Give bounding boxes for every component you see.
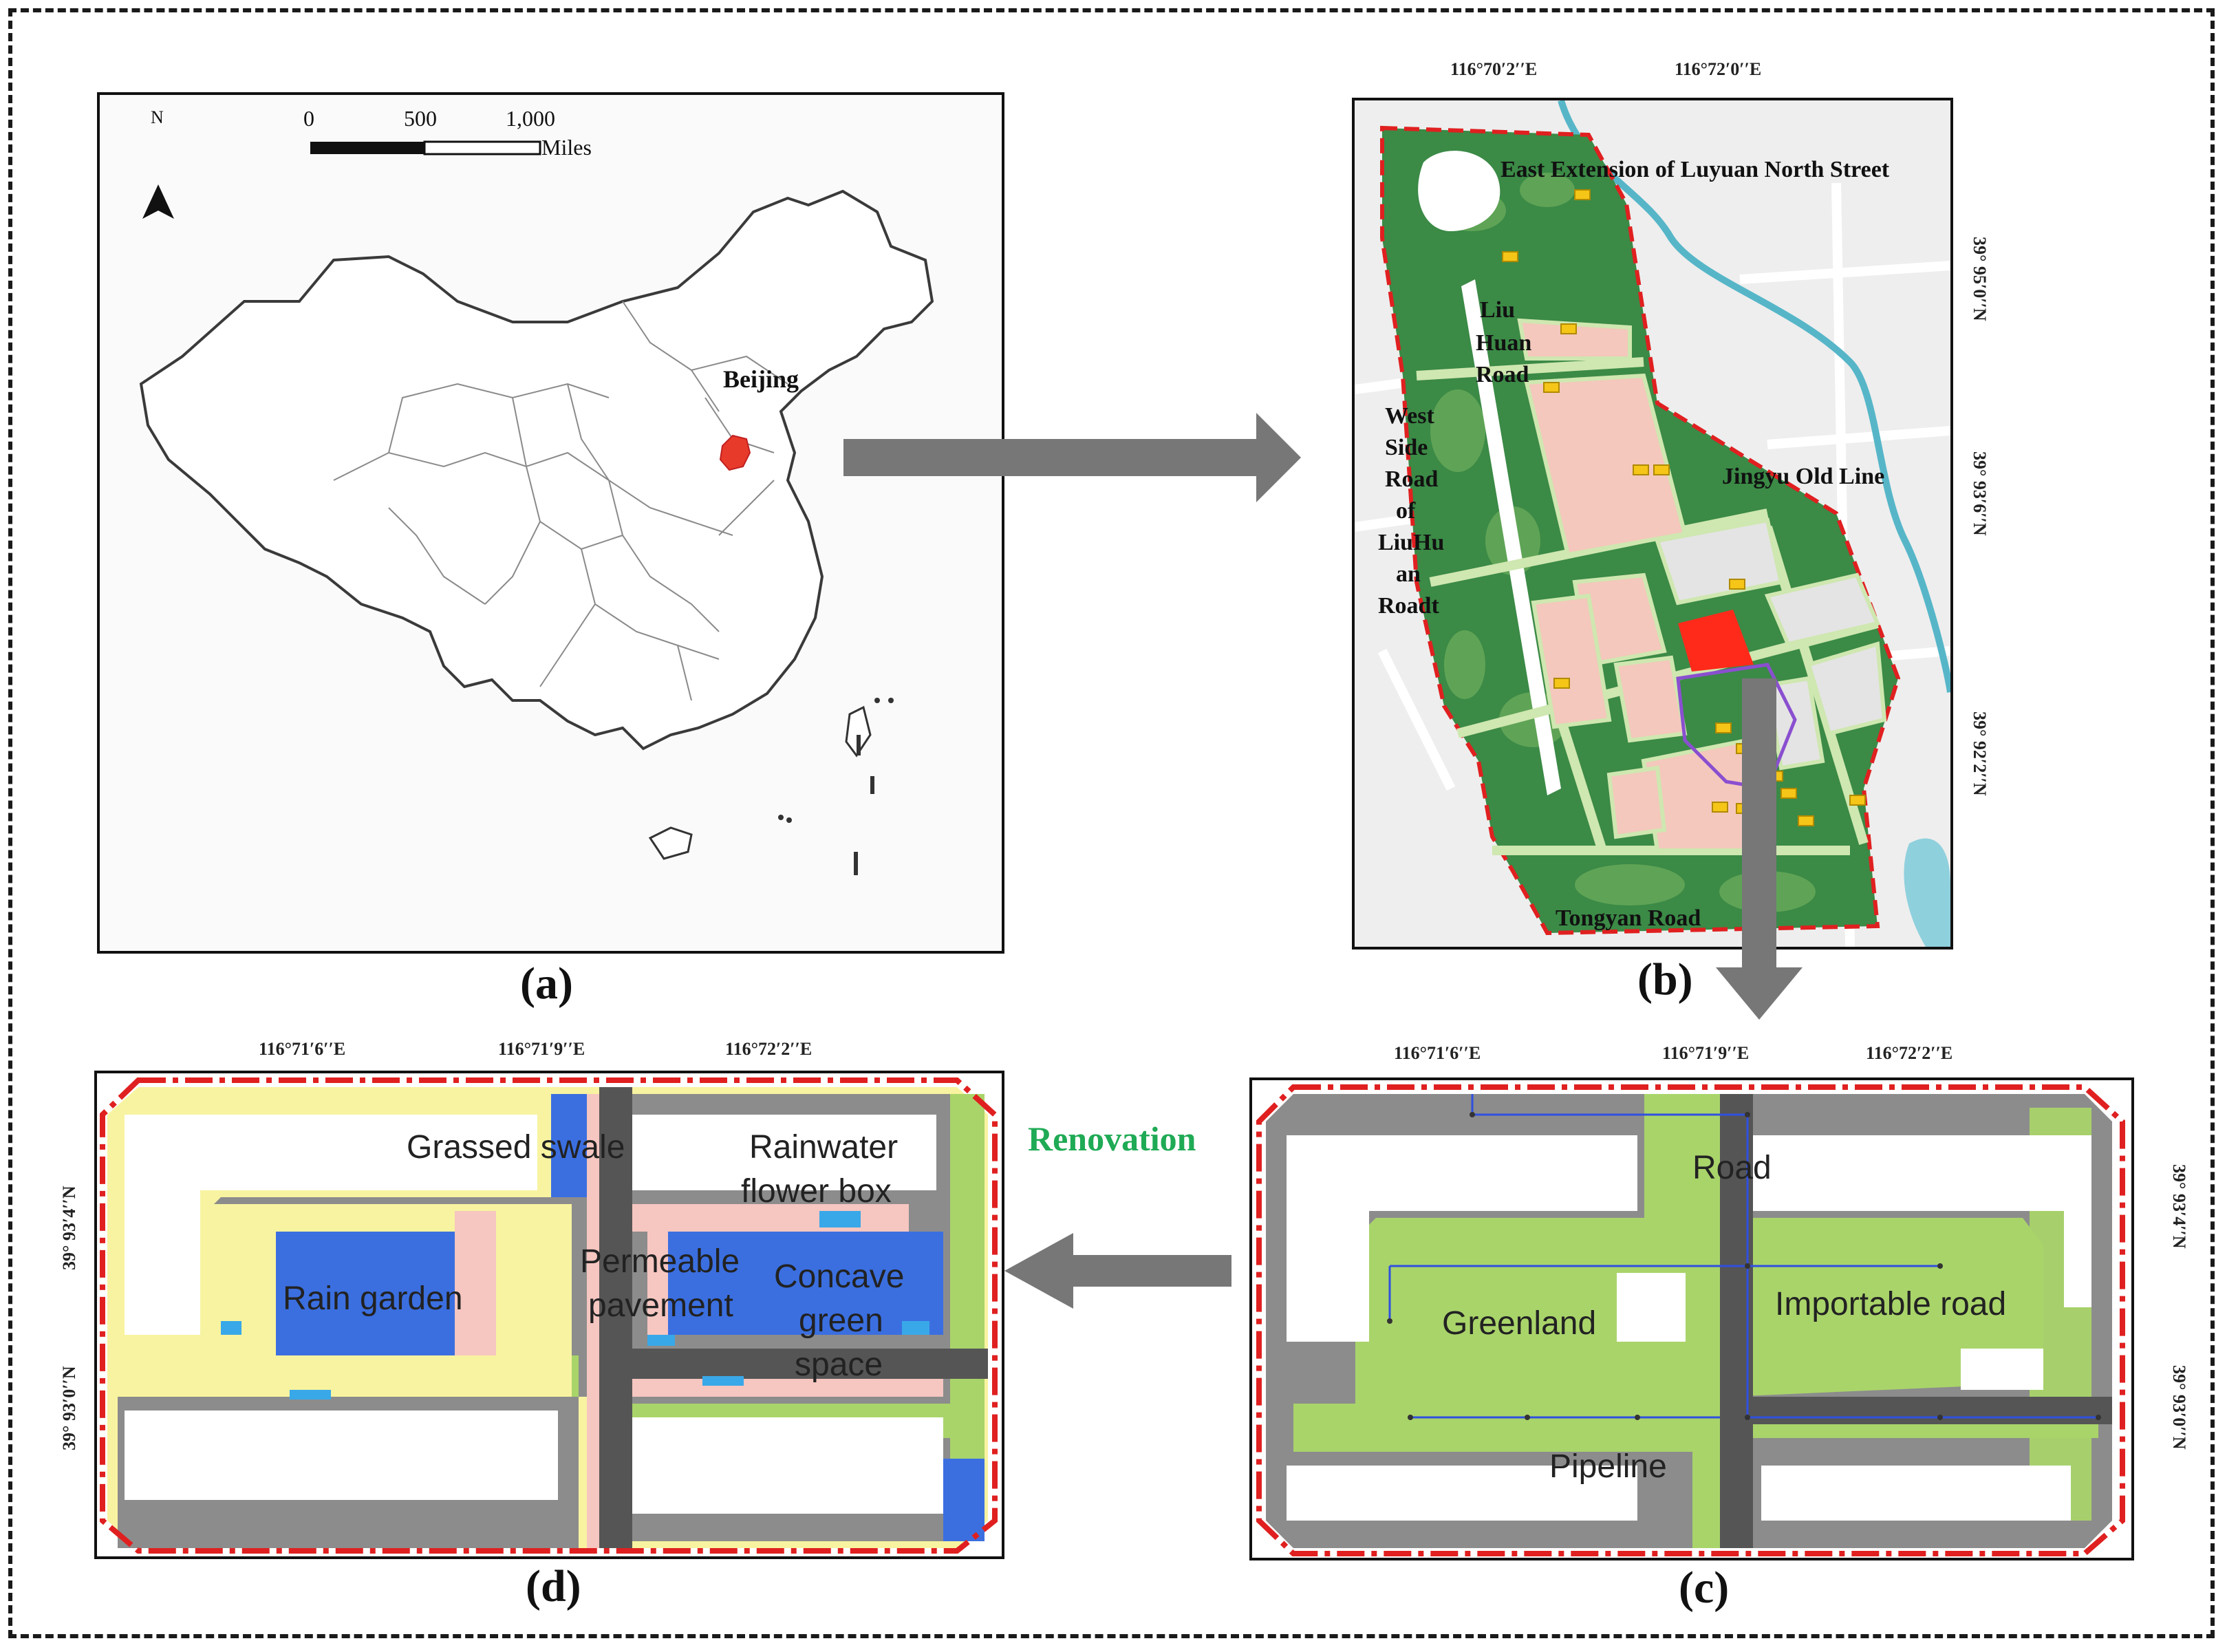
china-outline: [139, 189, 934, 751]
building-blocks: [1287, 1135, 2091, 1521]
arrow-b-to-c: [1716, 678, 1803, 1020]
d-top-coord-3: 116°72′2′′E: [725, 1039, 813, 1059]
liu-huan-road: [1461, 279, 1561, 795]
panel-c-letter: (c): [1679, 1563, 1730, 1613]
label-liu-huan-1: Liu: [1480, 297, 1516, 323]
arrow-c-to-d: [1004, 1233, 1231, 1309]
site-boundary: [1256, 1084, 2125, 1556]
river: [1558, 100, 1950, 693]
horizontal-road: [1720, 1397, 2112, 1424]
beijing-marker: [719, 434, 751, 471]
b-top-coord-2: 116°72′0′′E: [1675, 59, 1762, 79]
c-top-coord-2: 116°71′9′′E: [1662, 1043, 1750, 1063]
label-greenland: Greenland: [1442, 1305, 1597, 1342]
province-boundaries: [333, 301, 788, 701]
scale-unit: Miles: [541, 135, 592, 160]
label-concave-3: space: [795, 1347, 883, 1383]
label-liu-huan-2: Huan: [1476, 330, 1532, 356]
label-concave-2: green: [799, 1302, 883, 1339]
b-top-coord-1: 116°70′2′′E: [1450, 59, 1538, 79]
target-site: [1678, 610, 1754, 672]
panel-a-letter: (a): [520, 958, 573, 1009]
b-right-coord-3: 39° 92′2′′N: [1970, 711, 1990, 796]
label-rainwater-1: Rainwater: [749, 1129, 899, 1166]
rain-garden: [276, 1232, 455, 1355]
label-west-side-4: of: [1396, 498, 1416, 524]
figure-frame: [8, 8, 2215, 1638]
label-permeable-2: pavement: [588, 1287, 733, 1324]
c-top-coord-1: 116°71′6′′E: [1394, 1043, 1481, 1063]
concave-green-space: [647, 1232, 943, 1335]
taiwan-island: [845, 705, 872, 758]
d-left-coord-2: 39° 93′0′′N: [59, 1366, 79, 1450]
label-pipeline: Pipeline: [1549, 1448, 1667, 1485]
scale-tick-0: 0: [303, 106, 314, 131]
scale-bar: [310, 140, 541, 155]
label-road: Road: [1692, 1150, 1772, 1186]
horizontal-road: [599, 1349, 988, 1379]
b-right-coord-1: 39° 95′0′′N: [1970, 237, 1990, 321]
label-importable-road: Importable road: [1775, 1286, 2007, 1322]
residential-blocks: [1655, 517, 1887, 771]
c-top-coord-3: 116°72′2′′E: [1866, 1043, 1953, 1063]
d-left-coord-1: 39° 93′4′′N: [59, 1186, 79, 1270]
pipeline-nodes: [1387, 1112, 2101, 1420]
label-rainwater-2: flower box: [741, 1173, 892, 1210]
development-blocks: [1517, 318, 1756, 852]
label-tongyan: Tongyan Road: [1556, 905, 1701, 931]
label-permeable-1: Permeable: [580, 1243, 740, 1280]
north-label: N: [151, 107, 164, 127]
panel-b-map: East Extension of Luyuan North Street Li…: [1352, 98, 1953, 950]
building-blocks: [125, 1115, 943, 1514]
d-top-coord-1: 116°71′6′′E: [259, 1039, 346, 1059]
beijing-label: Beijing: [723, 365, 799, 393]
panel-a-map: N 0 500 1,000 Miles Beijing: [97, 92, 1004, 954]
scale-tick-500: 500: [404, 106, 437, 131]
d-top-coord-2: 116°71′9′′E: [498, 1039, 585, 1059]
panel-d-plan: Grassed swale Rainwater flower box Perme…: [94, 1071, 1004, 1559]
central-road: [599, 1087, 632, 1548]
b-right-coord-2: 39° 93′6′′N: [1970, 451, 1990, 536]
label-west-side-5: LiuHu: [1378, 530, 1445, 555]
rainwater-flower-boxes: [221, 1211, 929, 1399]
renovation-label: Renovation: [1028, 1119, 1196, 1158]
label-west-side-7: Roadt: [1378, 593, 1439, 619]
park-plan-map: [1355, 100, 1950, 947]
china-map: [100, 95, 1002, 951]
site-plan-after: [97, 1073, 1002, 1556]
label-west-side-2: Side: [1385, 435, 1428, 460]
panel-c-plan: Road Greenland Importable road Pipeline: [1249, 1077, 2134, 1560]
hainan-island: [648, 826, 693, 860]
site-plan-before: [1252, 1080, 2131, 1558]
grassed-swale: [551, 1094, 587, 1197]
label-concave-1: Concave: [774, 1258, 905, 1295]
arrow-a-to-b: [843, 413, 1301, 502]
label-rain-garden: Rain garden: [283, 1280, 463, 1317]
label-jingyu: Jingyu Old Line: [1722, 464, 1885, 489]
panel-d-letter: (d): [526, 1561, 581, 1611]
label-grassed-swale: Grassed swale: [407, 1129, 625, 1166]
label-east-extension: East Extension of Luyuan North Street: [1500, 157, 1890, 182]
pond: [1418, 151, 1500, 231]
label-west-side-3: Road: [1385, 466, 1439, 492]
scale-tick-1000: 1,000: [506, 106, 555, 131]
label-liu-huan-3: Road: [1476, 362, 1529, 387]
south-sea-islands: [778, 698, 894, 875]
label-west-side-6: an: [1396, 561, 1421, 587]
label-west-side-1: West: [1385, 403, 1434, 429]
c-right-coord-1: 39° 93′4′′N: [2169, 1164, 2189, 1249]
panel-b-letter: (b): [1637, 954, 1693, 1005]
north-arrow-icon: [142, 184, 174, 219]
c-right-coord-2: 39° 93′0′′N: [2169, 1365, 2189, 1450]
site-boundary: [100, 1077, 998, 1554]
